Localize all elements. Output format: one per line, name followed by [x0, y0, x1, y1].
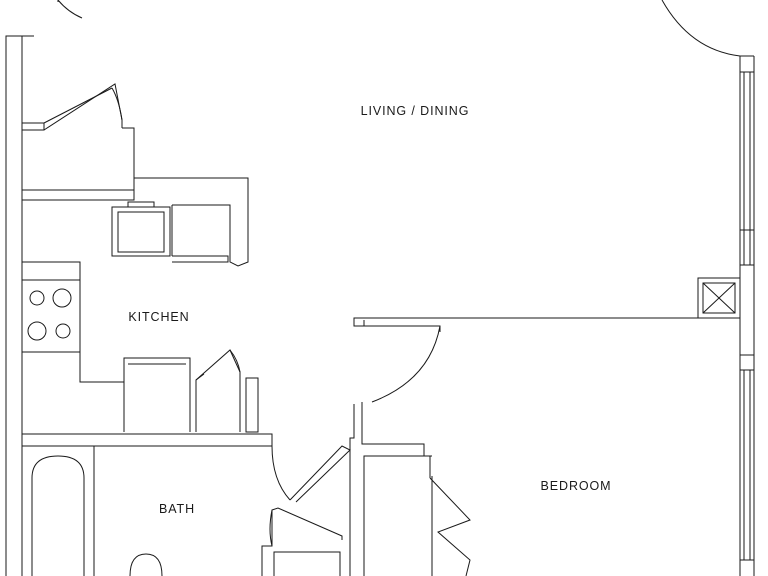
bath-door — [271, 404, 355, 576]
kitchen-counter-upper — [21, 177, 249, 281]
balcony-door-swing — [661, 0, 741, 57]
linen-closet — [261, 507, 343, 576]
bedroom-wall — [353, 317, 740, 576]
stove — [21, 279, 81, 353]
hall-closet — [22, 83, 135, 191]
left-exterior-wall — [5, 35, 34, 576]
entry-door-swing — [57, 0, 83, 19]
kitchen-counter-lower — [79, 349, 259, 433]
room-label-living-dining: LIVING / DINING — [360, 103, 470, 118]
room-label-kitchen: KITCHEN — [128, 309, 190, 324]
room-label-bath: BATH — [158, 501, 196, 516]
toilet — [129, 553, 163, 576]
structural-column — [697, 277, 741, 319]
room-label-bedroom: BEDROOM — [540, 478, 612, 493]
right-exterior-wall — [739, 55, 755, 576]
bathtub — [31, 446, 95, 576]
kitchen-bath-wall — [21, 433, 273, 447]
bedroom-closet — [429, 476, 471, 576]
